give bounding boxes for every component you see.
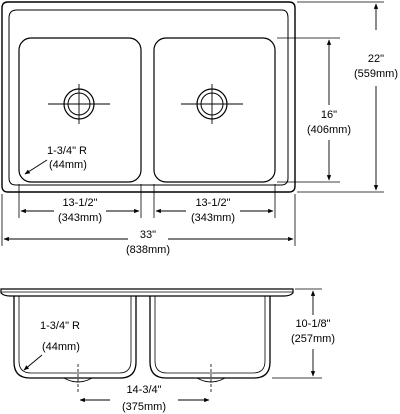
left-bowl	[18, 37, 142, 183]
overall-width-dimension: 33" (838mm)	[1, 194, 296, 256]
overall-width-in-label: 33"	[140, 229, 156, 241]
left-bowl-width-dimension: 13-1/2" (343mm)	[18, 184, 142, 224]
right-bowl	[153, 37, 276, 183]
left-bowl-width-in-label: 13-1/2"	[62, 197, 97, 209]
bowl-height-dimension: 16" (406mm)	[277, 37, 351, 183]
right-bowl-width-in-label: 13-1/2"	[195, 197, 230, 209]
side-right-bowl	[149, 296, 271, 379]
right-drain-icon	[181, 84, 243, 124]
bowl-height-mm-label: (406mm)	[307, 124, 351, 136]
left-bowl-width-mm-label: (343mm)	[58, 212, 102, 224]
top-corner-radius-callout: 1-3/4" R (44mm)	[24, 145, 87, 175]
side-left-bowl	[13, 296, 137, 379]
right-bowl-width-dimension: 13-1/2" (343mm)	[153, 184, 276, 224]
depth-in-label: 10-1/8"	[295, 318, 330, 330]
right-bowl-width-mm-label: (343mm)	[191, 212, 235, 224]
sink-outer-rim	[1, 1, 296, 193]
side-corner-radius-callout: 1-3/4" R (44mm)	[23, 320, 80, 371]
side-rim-flange	[0, 288, 294, 297]
sink-inner-rim	[8, 9, 289, 186]
side-corner-radius-mm-label: (44mm)	[42, 341, 80, 353]
overall-height-in-label: 22"	[368, 53, 384, 65]
side-left-drain-icon	[63, 364, 93, 392]
top-view: 22" (559mm) 16" (406mm) 1-3/4" R (44mm) …	[1, 1, 398, 256]
drain-spacing-in-label: 14-3/4"	[126, 384, 161, 396]
side-right-drain-icon	[196, 364, 226, 392]
drain-spacing-mm-label: (375mm)	[122, 401, 166, 413]
top-corner-radius-mm-label: (44mm)	[49, 159, 87, 171]
top-corner-radius-in-label: 1-3/4" R	[47, 145, 87, 157]
overall-width-mm-label: (838mm)	[126, 244, 170, 256]
depth-dimension: 10-1/8" (257mm)	[272, 288, 335, 379]
depth-mm-label: (257mm)	[291, 333, 335, 345]
left-drain-icon	[48, 84, 110, 124]
side-view: 10-1/8" (257mm) 1-3/4" R (44mm) 14-3/4" …	[0, 288, 335, 413]
drain-spacing-dimension: 14-3/4" (375mm)	[79, 384, 210, 413]
side-corner-radius-in-label: 1-3/4" R	[40, 320, 80, 332]
bowl-height-in-label: 16"	[321, 109, 337, 121]
overall-height-dimension: 22" (559mm)	[297, 1, 398, 193]
overall-height-mm-label: (559mm)	[354, 68, 398, 80]
